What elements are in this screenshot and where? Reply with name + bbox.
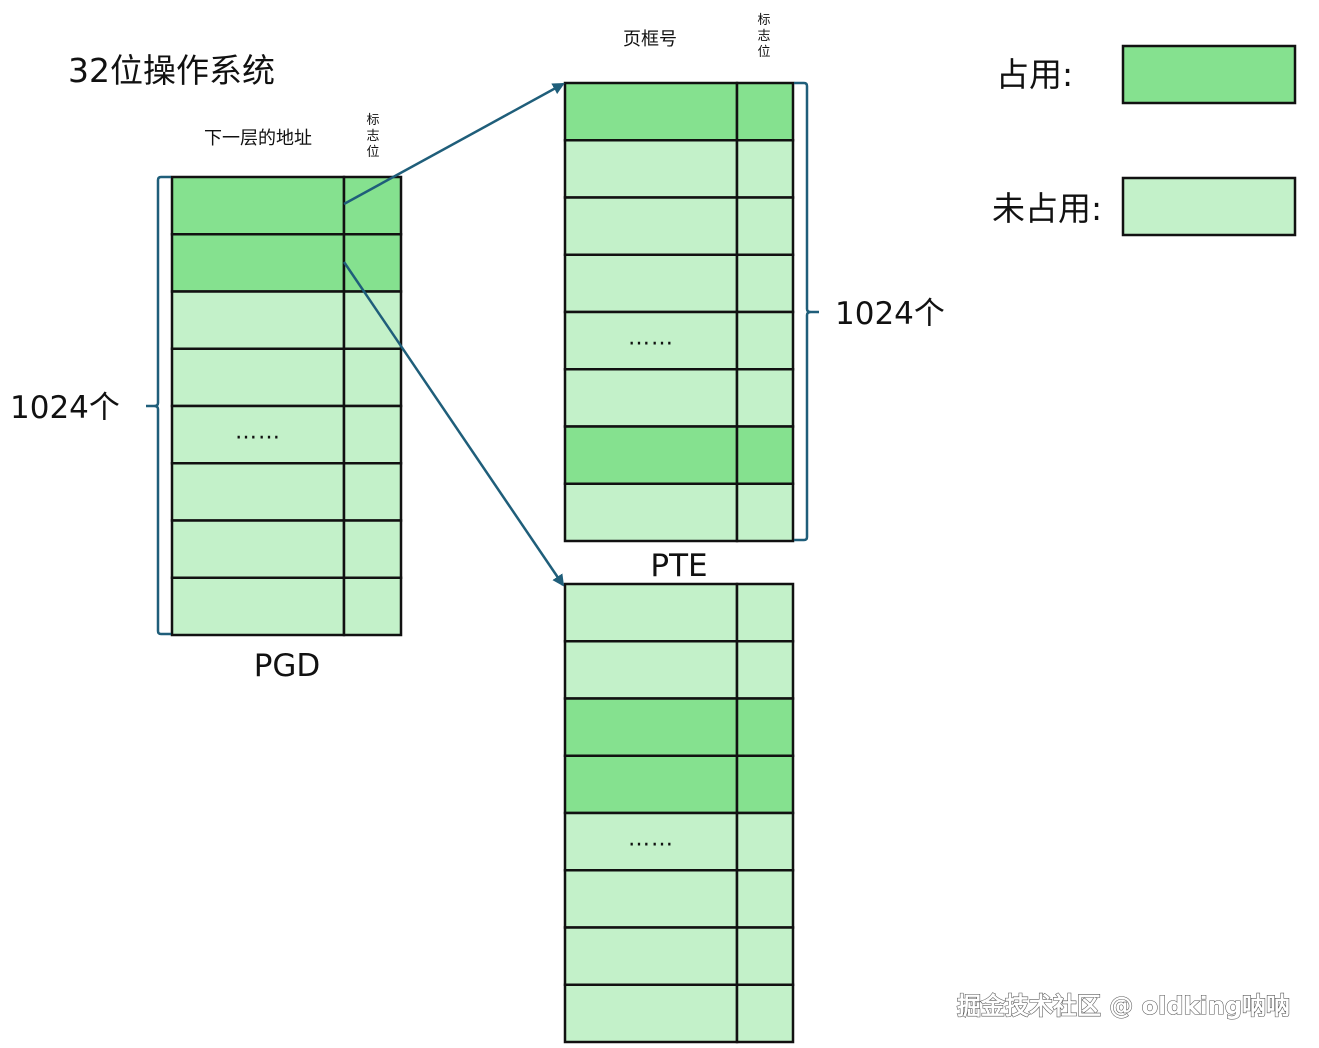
- table-row-address-cell: [170, 175, 346, 236]
- pte-name-label: PTE: [650, 548, 707, 584]
- pgd-count-label: 1024个: [10, 390, 120, 426]
- table-row-address-cell: [170, 347, 346, 408]
- pgd-brace: [146, 175, 171, 636]
- pte-address-header: 页框号: [623, 29, 677, 50]
- table-row-flag-cell: [735, 310, 795, 371]
- table-row-flag-cell: [342, 175, 403, 236]
- ellipsis-text: ……: [628, 827, 674, 852]
- pte-flag-header: 标志位: [757, 13, 770, 60]
- table-row-address-cell: [563, 582, 739, 643]
- table-row-flag-cell: [735, 81, 795, 142]
- table-row-address-cell: [563, 139, 739, 199]
- table-row-flag-cell: [342, 404, 403, 465]
- table-row-flag-cell: [342, 576, 403, 637]
- table-row-address-cell: [563, 869, 739, 929]
- table-row-flag-cell: [735, 640, 795, 700]
- table-row-flag-cell: [735, 253, 795, 314]
- pte-count-label: 1024个: [835, 296, 945, 332]
- pgd-to-pte-bottom-arrow: [342, 261, 565, 587]
- table-row-address-cell: [170, 233, 346, 293]
- watermark: 掘金技术社区 @ oldking呐呐: [957, 992, 1290, 1020]
- pgd-table: ……: [170, 175, 403, 637]
- table-row-flag-cell: [735, 425, 795, 485]
- table-row-flag-cell: [735, 196, 795, 256]
- pgd-flag-header: 标志位: [366, 113, 379, 160]
- table-row-address-cell: [170, 576, 346, 637]
- legend-occupied-label: 占用:: [996, 55, 1073, 94]
- table-row-address-cell: [563, 697, 739, 757]
- table-row-flag-cell: [735, 139, 795, 199]
- table-row-flag-cell: [735, 482, 795, 543]
- table-row-address-cell: [563, 310, 739, 371]
- diagram-title: 32位操作系统: [68, 51, 275, 90]
- table-row-address-cell: [563, 926, 739, 986]
- table-row-flag-cell: [342, 462, 403, 522]
- legend-unoccupied-label: 未占用:: [992, 189, 1102, 228]
- table-row-flag-cell: [735, 697, 795, 757]
- pgd-address-header: 下一层的地址: [204, 128, 312, 149]
- table-row-flag-cell: [735, 582, 795, 643]
- table-row-address-cell: [170, 519, 346, 579]
- table-row-flag-cell: [735, 983, 795, 1044]
- pgd-to-pte-top-arrow: [343, 82, 565, 206]
- table-row-address-cell: [563, 425, 739, 485]
- table-row-flag-cell: [342, 519, 403, 579]
- table-row-flag-cell: [735, 754, 795, 815]
- ellipsis-text: ……: [628, 326, 674, 351]
- table-row-address-cell: [170, 404, 346, 465]
- table-row-address-cell: [563, 983, 739, 1044]
- table-row-address-cell: [563, 81, 739, 142]
- legend-occupied-swatch: [1121, 44, 1297, 105]
- table-row-address-cell: [563, 253, 739, 314]
- table-row-address-cell: [563, 368, 739, 428]
- legend-unoccupied-swatch: [1121, 176, 1297, 237]
- table-row-flag-cell: [342, 347, 403, 408]
- pte-bottom-table: ……: [563, 582, 795, 1044]
- table-row-address-cell: [563, 640, 739, 700]
- table-row-address-cell: [170, 462, 346, 522]
- ellipsis-text: ……: [235, 420, 281, 445]
- pte-brace: [794, 81, 819, 542]
- table-row-flag-cell: [735, 926, 795, 986]
- table-row-address-cell: [563, 754, 739, 815]
- table-row-flag-cell: [735, 368, 795, 428]
- pgd-name-label: PGD: [254, 648, 321, 684]
- pte-top-table: ……: [563, 81, 795, 543]
- table-row-flag-cell: [342, 233, 403, 293]
- table-row-address-cell: [563, 482, 739, 543]
- table-row-flag-cell: [342, 290, 403, 350]
- table-row-flag-cell: [735, 869, 795, 929]
- table-row-flag-cell: [735, 811, 795, 872]
- table-row-address-cell: [563, 196, 739, 256]
- table-row-address-cell: [170, 290, 346, 350]
